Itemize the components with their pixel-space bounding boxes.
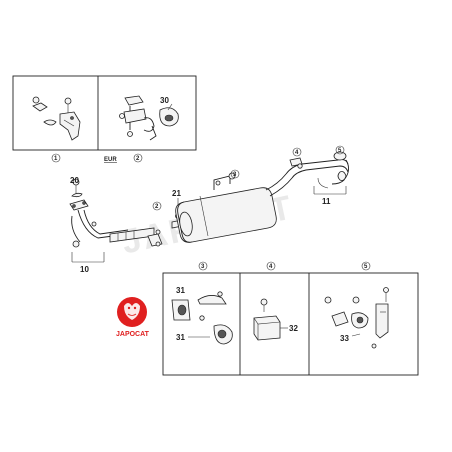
callout-32: 32 xyxy=(289,324,298,333)
svg-text:3: 3 xyxy=(201,264,205,270)
logo-text: JAPOCAT xyxy=(116,331,150,338)
callout-10: 10 xyxy=(80,265,89,274)
svg-text:3: 3 xyxy=(233,172,237,178)
inset-marker-4: 4 xyxy=(266,261,276,271)
callout-30: 30 xyxy=(160,96,169,105)
inset-marker-2: 2 xyxy=(133,153,143,163)
japocat-logo: JAPOCAT xyxy=(116,297,150,338)
callout-31-bottom: 31 xyxy=(176,333,185,342)
svg-text:2: 2 xyxy=(155,204,159,210)
inset-marker-3: 3 xyxy=(198,261,208,271)
svg-text:1: 1 xyxy=(54,156,58,162)
callout-31-top: 31 xyxy=(176,286,185,295)
region-label-eur: EUR xyxy=(104,157,117,163)
bracket-11: 11 xyxy=(313,186,347,206)
main-marker-4: 4 xyxy=(292,147,302,157)
top-inset-box: 30 xyxy=(12,75,197,151)
bracket-10: 10 xyxy=(71,252,105,274)
svg-text:4: 4 xyxy=(295,150,299,156)
inset-3-mounts xyxy=(171,291,233,345)
main-marker-3: 3 xyxy=(230,169,240,179)
svg-text:2: 2 xyxy=(136,156,140,162)
callout-33: 33 xyxy=(340,334,349,343)
callout-11: 11 xyxy=(322,197,331,206)
main-muffler xyxy=(175,151,349,243)
svg-text:5: 5 xyxy=(338,148,342,154)
inset-1-bracket xyxy=(32,96,81,141)
inset-5-hanger xyxy=(324,287,389,349)
inset-2-hanger xyxy=(119,95,179,141)
inset-4-bracket xyxy=(253,298,288,341)
callout-21: 21 xyxy=(172,189,181,198)
front-pipe-assembly xyxy=(69,178,163,248)
main-marker-5: 5 xyxy=(335,145,345,155)
svg-text:5: 5 xyxy=(364,264,368,270)
svg-text:4: 4 xyxy=(269,264,273,270)
inset-marker-5: 5 xyxy=(361,261,371,271)
inset-marker-1: 1 xyxy=(51,153,61,163)
bottom-inset-box: 31 31 32 33 xyxy=(162,272,419,376)
callout-20: 20 xyxy=(70,176,79,185)
